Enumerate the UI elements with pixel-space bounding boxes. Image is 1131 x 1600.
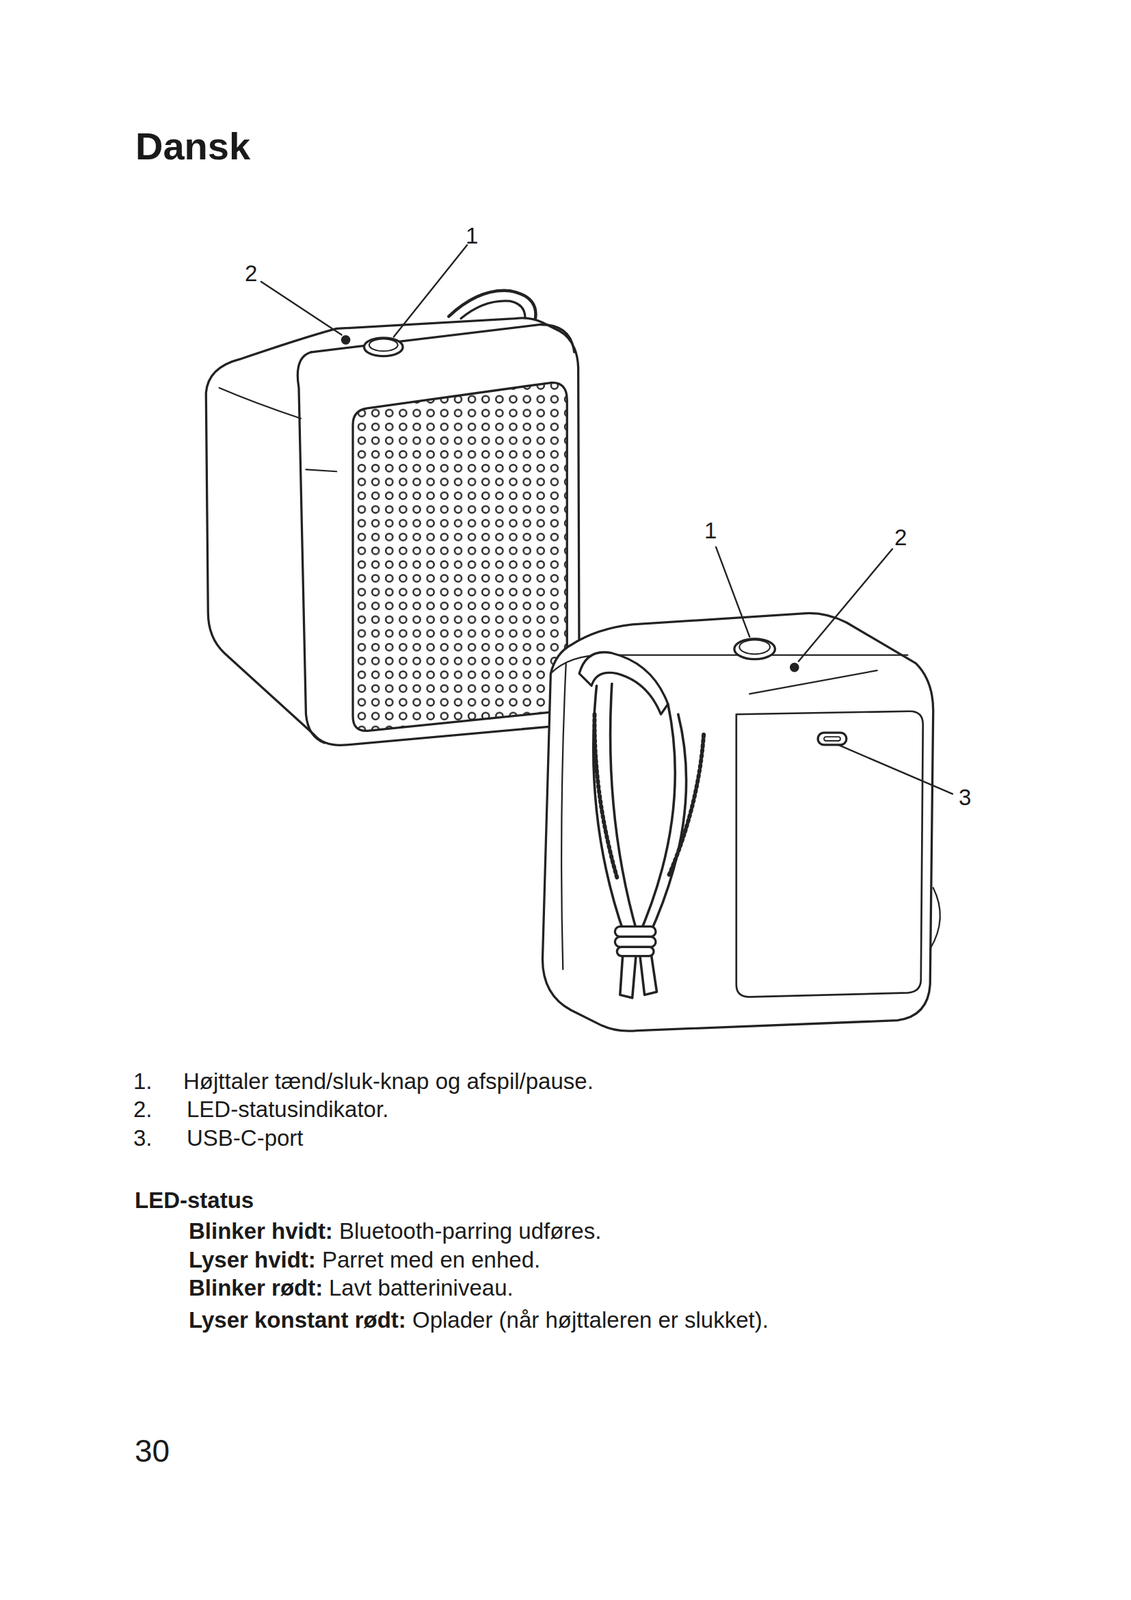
page-title: Dansk <box>135 124 251 169</box>
led-indicator <box>791 663 798 671</box>
leader-line <box>261 281 342 336</box>
speaker-grille <box>352 382 567 731</box>
callout-number: 3 <box>958 784 971 811</box>
list-number: 3. <box>133 1124 153 1151</box>
list-number: 1. <box>133 1068 153 1095</box>
status-term: Blinker hvidt: <box>188 1217 334 1244</box>
callout-number: 1 <box>704 517 717 544</box>
list-text: Højttaler tænd/sluk-knap og afspil/pause… <box>183 1068 594 1095</box>
list-text: LED-statusindikator. <box>186 1096 389 1123</box>
speaker-housing <box>205 317 580 746</box>
status-term: Lyser konstant rødt: <box>188 1306 407 1333</box>
leader-line <box>798 549 893 662</box>
leader-line <box>393 244 468 337</box>
power-button <box>734 638 776 660</box>
section-heading: LED-status <box>134 1187 254 1214</box>
list-number: 2. <box>133 1096 153 1123</box>
callout-number: 2 <box>244 260 258 287</box>
carry-strap <box>579 651 669 714</box>
leader-line <box>715 547 750 637</box>
page-number: 30 <box>134 1432 170 1469</box>
back-panel <box>736 711 924 997</box>
status-text: Parret med en enhed. <box>322 1246 541 1273</box>
status-text: Lavt batteriniveau. <box>328 1274 514 1301</box>
callout-number: 1 <box>465 222 478 249</box>
power-button <box>363 337 403 357</box>
list-text: USB-C-port <box>186 1124 304 1151</box>
callout-number: 2 <box>894 524 907 551</box>
status-term: Blinker rødt: <box>188 1274 323 1301</box>
status-text: Bluetooth-parring udføres. <box>339 1217 602 1244</box>
status-text: Oplader (når højttaleren er slukket). <box>412 1306 769 1333</box>
leader-line <box>838 744 953 794</box>
usb-c-port <box>817 732 847 745</box>
speaker-housing <box>542 612 933 1031</box>
led-indicator <box>341 336 349 344</box>
status-term: Lyser hvidt: <box>188 1246 316 1273</box>
